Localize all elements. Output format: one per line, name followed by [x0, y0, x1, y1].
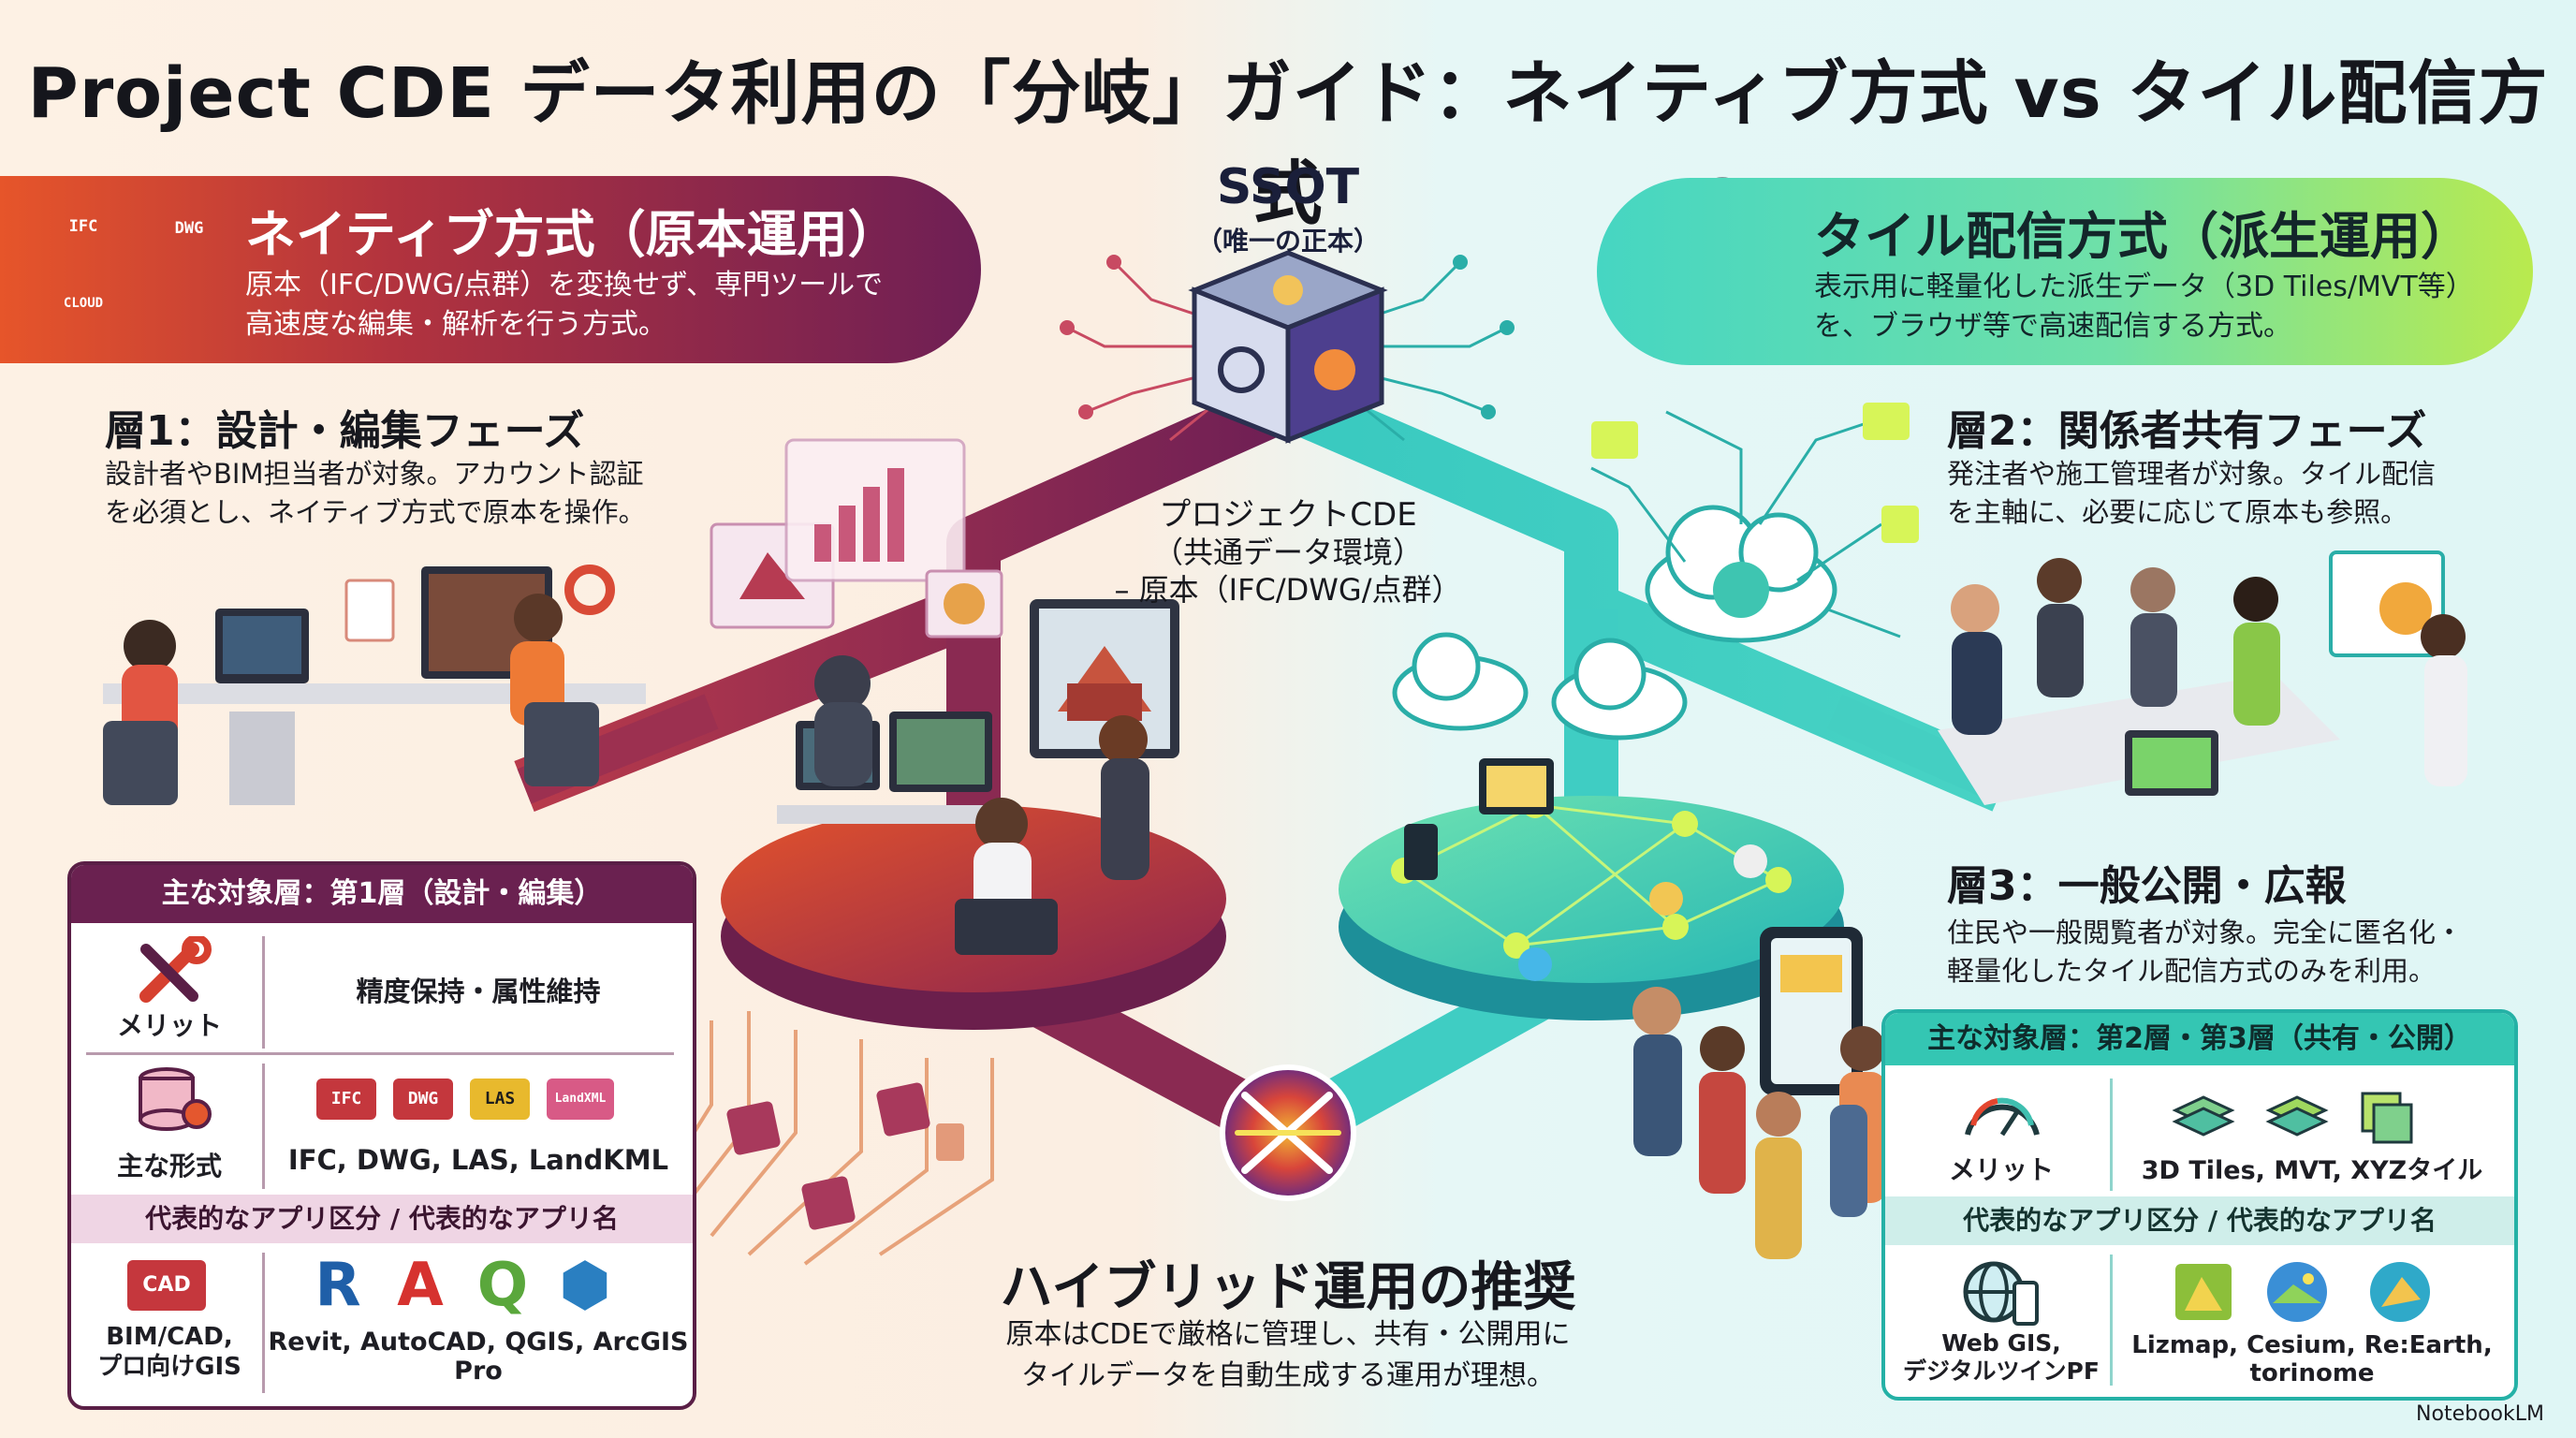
tile-method-desc-line1: 表示用に軽量化した派生データ（3D Tiles/MVT等） — [1814, 271, 2474, 303]
public-crowd-scene — [1632, 927, 1886, 1259]
cloud-file-icon: CLOUD — [63, 296, 104, 311]
wrench-icon — [139, 936, 212, 1003]
layer3-title: 層3：一般公開・広報 — [1947, 862, 2347, 910]
native-apps-category: BIM/CAD, プロ向けGIS — [80, 1322, 258, 1382]
layer2-title: 層2：関係者共有フェーズ — [1947, 407, 2427, 455]
native-merit-value: 精度保持・属性維持 — [356, 976, 601, 1007]
native-format-label: 主な形式 — [116, 1151, 222, 1181]
tile-apps-value: Lizmap, Cesium, Re:Earth, torinome — [2115, 1331, 2509, 1387]
hybrid-desc: 原本はCDEで厳格に管理し、共有・公開用に タイルデータを自動生成する運用が理想… — [914, 1314, 1662, 1397]
native-apps-value: Revit, AutoCAD, QGIS, ArcGIS Pro — [268, 1328, 689, 1386]
cde-line3: – 原本（IFC/DWG/点群） — [1114, 572, 1462, 608]
cde-line1: プロジェクトCDE — [1159, 496, 1417, 534]
layer1-desc-line2: を必須とし、ネイティブ方式で原本を操作。 — [105, 496, 646, 528]
hybrid-hub-icon — [1220, 1064, 1356, 1201]
revit-logo-icon: R — [315, 1251, 361, 1320]
ssot-sublabel: （唯一の正本） — [1195, 226, 1380, 257]
hybrid-desc-line2: タイルデータを自動生成する運用が理想。 — [1021, 1359, 1555, 1392]
divider — [262, 936, 265, 1049]
layer3-desc-line1: 住民や一般閲覧者が対象。完全に匿名化・ — [1947, 917, 2464, 948]
cde-line2: （共通データ環境） — [1152, 535, 1423, 570]
project-cde-label: プロジェクトCDE （共通データ環境） – 原本（IFC/DWG/点群） — [1101, 496, 1475, 609]
tile-apps-category-line1: Web GIS, — [1941, 1329, 2061, 1357]
speedometer-icon — [1965, 1097, 2040, 1137]
qgis-logo-icon: Q — [476, 1251, 529, 1320]
web-gis-globe-icon — [1963, 1261, 2039, 1326]
tile-method-desc-line2: を、ブラウザ等で高速配信する方式。 — [1814, 310, 2291, 343]
dwg-format-icon: DWG — [393, 1078, 453, 1120]
cad-icon: CAD — [127, 1260, 206, 1311]
cesium-logo-icon — [2267, 1262, 2327, 1322]
native-method-banner: ネイティブ方式（原本運用） 原本（IFC/DWG/点群）を変換せず、専門ツールで… — [0, 176, 981, 363]
tile-platform — [1339, 758, 1844, 1020]
divider — [86, 1052, 674, 1055]
native-platform — [721, 599, 1226, 1030]
arcgis-logo-icon: ⬢ — [559, 1251, 611, 1320]
ifc-format-icon: IFC — [316, 1078, 376, 1120]
tile-apps-category-line2: デジタルツインPF — [1903, 1357, 2100, 1385]
ssot-cube-illustration — [1060, 250, 1515, 444]
tile-method-title: タイル配信方式（派生運用） — [1814, 207, 2471, 266]
tile-merit-value: 3D Tiles, MVT, XYZタイル — [2141, 1156, 2483, 1185]
native-floating-panels — [710, 438, 1003, 638]
native-apps-header: 代表的なアプリ区分 / 代表的なアプリ名 — [71, 1195, 693, 1243]
layer3-desc-line2: 軽量化したタイル配信方式のみを利用。 — [1947, 955, 2437, 987]
database-gear-icon — [139, 1067, 212, 1131]
divider — [262, 1253, 265, 1393]
tile-app-logos — [2175, 1262, 2430, 1322]
page-title: Project CDE データ利用の「分岐」ガイド：ネイティブ方式 vs タイル… — [27, 53, 2549, 234]
native-apps-category-line2: プロ向けGIS — [97, 1353, 242, 1381]
layer2-desc-line1: 発注者や施工管理者が対象。タイル配信 — [1947, 458, 2437, 490]
dwg-file-icon: DWG — [174, 219, 204, 238]
native-method-title: ネイティブ方式（原本運用） — [245, 205, 899, 264]
designer-desk-scene — [103, 565, 646, 805]
tile-merit-label: メリット — [1948, 1154, 2054, 1185]
layer1-title: 層1：設計・編集フェーズ — [105, 407, 585, 455]
tile-card-header: 主な対象層：第2層・第3層（共有・公開） — [1885, 1013, 2514, 1065]
ssot-label: SSOT — [1216, 159, 1360, 215]
reearth-logo-icon — [2370, 1262, 2430, 1322]
brand-watermark: NotebookLM — [2416, 1402, 2544, 1426]
tile-layers-icon — [2172, 1092, 2413, 1144]
layer2-desc-line2: を主軸に、必要に応じて原本も参照。 — [1947, 496, 2408, 528]
native-merit-label: メリット — [116, 1010, 222, 1041]
tile-method-banner: タイル配信方式（派生運用） 表示用に軽量化した派生データ（3D Tiles/MV… — [1597, 178, 2533, 365]
native-target-card: 主な対象層：第1層（設計・編集） メリット 精度保持・属性維持 主な形式 IFC… — [67, 861, 696, 1410]
layer1-desc-line1: 設計者やBIM担当者が対象。アカウント認証 — [105, 458, 644, 490]
ifc-file-icon: IFC — [68, 217, 98, 236]
tile-apps-value-line2: torinome — [2249, 1359, 2375, 1387]
tile-apps-header: 代表的なアプリ区分 / 代表的なアプリ名 — [1885, 1196, 2514, 1245]
autocad-logo-icon: A — [397, 1251, 444, 1320]
upward-arrows — [663, 1011, 994, 1266]
stakeholder-meeting-scene — [1938, 550, 2467, 805]
hybrid-desc-line1: 原本はCDEで厳格に管理し、共有・公開用に — [1005, 1318, 1571, 1351]
native-method-desc-line1: 原本（IFC/DWG/点群）を変換せず、専門ツールで — [245, 269, 884, 301]
tile-apps-value-line1: Lizmap, Cesium, Re:Earth, — [2131, 1331, 2493, 1359]
hybrid-title: ハイブリッド運用の推奨 — [1000, 1257, 1576, 1318]
divider — [2110, 1255, 2113, 1386]
divider — [2110, 1078, 2113, 1191]
las-format-icon: LAS — [470, 1078, 530, 1120]
native-format-value: IFC, DWG, LAS, LandKML — [287, 1144, 669, 1176]
native-method-desc-line2: 高速度な編集・解析を行う方式。 — [245, 308, 666, 341]
divider — [262, 1064, 265, 1189]
tile-target-card: 主な対象層：第2層・第3層（共有・公開） メリット 3D Tiles, MVT,… — [1881, 1009, 2518, 1401]
landxml-format-icon: LandXML — [547, 1078, 614, 1120]
lizmap-logo-icon — [2175, 1264, 2232, 1320]
native-card-header: 主な対象層：第1層（設計・編集） — [71, 865, 693, 923]
tile-apps-category: Web GIS, デジタルツインPF — [1893, 1329, 2110, 1386]
native-apps-category-line1: BIM/CAD, — [106, 1323, 233, 1351]
